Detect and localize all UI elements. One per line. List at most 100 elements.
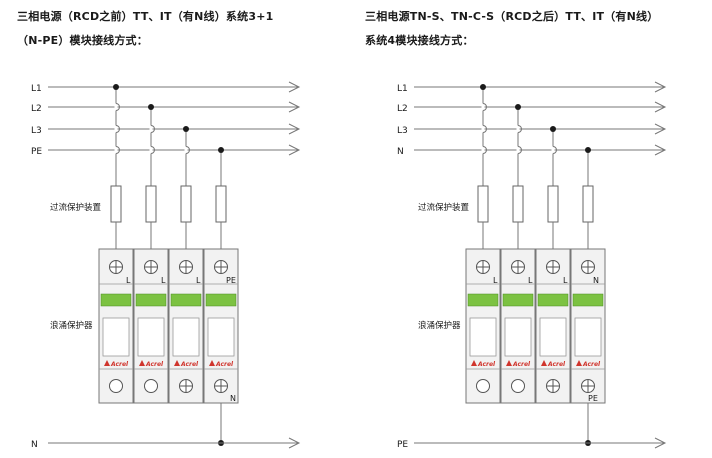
left-bottom-line-label: N: [31, 440, 38, 450]
right-status-indicator-4: [572, 293, 604, 307]
left-line-label-3: L3: [31, 126, 42, 136]
left-fuse-3: [180, 185, 192, 223]
left-line-arrow-4: [288, 144, 301, 156]
right-status-indicator-1: [467, 293, 499, 307]
left-wire-crossover: [115, 146, 120, 154]
left-status-indicator-4: [205, 293, 237, 307]
left-bottom-terminal-icon-1: [109, 379, 123, 393]
left-wire-crossover: [150, 146, 155, 154]
right-title-line1: 三相电源TN-S、TN-C-S（RCD之后）TT、IT（有N线）: [365, 10, 659, 23]
right-brand-text-4: Acrel: [582, 361, 601, 368]
left-title-line2: （N-PE）模块接线方式：: [17, 34, 148, 47]
left-module-window-4: [207, 317, 235, 357]
right-status-indicator-3: [537, 293, 569, 307]
left-wire-crossover: [150, 125, 155, 133]
right-line-label-2: L2: [397, 104, 408, 114]
left-fuse-label: 过流保护装置: [50, 202, 102, 213]
left-brand-text-2: Acrel: [145, 361, 164, 368]
right-status-indicator-2: [502, 293, 534, 307]
left-wire-crossover: [115, 125, 120, 133]
right-module-window-4: [574, 317, 602, 357]
left-fuse-2: [145, 185, 157, 223]
left-top-terminal-icon-1: [109, 260, 123, 274]
right-line-arrow-1: [654, 81, 667, 93]
left-brand-icon-2: [139, 360, 145, 366]
right-line-label-3: L3: [397, 126, 408, 136]
left-brand-text-1: Acrel: [110, 361, 129, 368]
left-top-terminal-icon-4: [214, 260, 228, 274]
right-brand-icon-2: [506, 360, 512, 366]
right-module-top-label-2: L: [528, 276, 533, 285]
left-spd-label: 浪涌保护器: [50, 320, 93, 331]
left-top-terminal-icon-2: [144, 260, 158, 274]
right-line-label-4: N: [397, 147, 404, 157]
left-bottom-terminal-icon-2: [144, 379, 158, 393]
left-line-arrow-2: [288, 101, 301, 113]
left-brand-text-4: Acrel: [215, 361, 234, 368]
right-bottom-terminal-icon-4: [581, 379, 595, 393]
right-line-arrow-4: [654, 144, 667, 156]
right-line-label-1: L1: [397, 84, 408, 94]
left-module-window-1: [102, 317, 130, 357]
left-brand-icon-1: [104, 360, 110, 366]
right-fuse-label: 过流保护装置: [418, 202, 470, 213]
left-junction-dot-1: [113, 84, 119, 90]
left-title-line1: 三相电源（RCD之前）TT、IT（有N线）系统3+1: [17, 10, 274, 23]
left-line-label-4: PE: [31, 147, 42, 157]
right-bottom-line-arrow: [654, 437, 667, 449]
right-module-window-1: [469, 317, 497, 357]
left-bottom-terminal-icon-4: [214, 379, 228, 393]
left-line-arrow-3: [288, 123, 301, 135]
right-bottom-terminal-icon-1: [476, 379, 490, 393]
right-module-bottom-label: PE: [588, 394, 598, 403]
right-line-arrow-2: [654, 101, 667, 113]
right-junction-dot-4: [585, 147, 591, 153]
left-top-terminal-icon-3: [179, 260, 193, 274]
right-top-terminal-icon-3: [546, 260, 560, 274]
left-module-bottom-label: N: [230, 394, 236, 403]
left-wire-crossover: [185, 146, 190, 154]
left-module-window-2: [137, 317, 165, 357]
right-line-arrow-3: [654, 123, 667, 135]
left-brand-text-3: Acrel: [180, 361, 199, 368]
right-module-window-3: [539, 317, 567, 357]
right-wire-crossover: [517, 146, 522, 154]
right-fuse-4: [582, 185, 594, 223]
right-brand-text-1: Acrel: [477, 361, 496, 368]
right-bottom-terminal-icon-3: [546, 379, 560, 393]
left-bottom-terminal-icon-3: [179, 379, 193, 393]
left-module-top-label-4: PE: [226, 276, 236, 285]
right-spd-label: 浪涌保护器: [418, 320, 461, 331]
right-wire-crossover: [482, 103, 487, 111]
right-module-window-2: [504, 317, 532, 357]
left-module-top-label-3: L: [196, 276, 201, 285]
right-wire-crossover: [482, 146, 487, 154]
right-top-terminal-icon-1: [476, 260, 490, 274]
right-fuse-3: [547, 185, 559, 223]
right-top-terminal-icon-4: [581, 260, 595, 274]
right-module-top-label-3: L: [563, 276, 568, 285]
right-brand-text-3: Acrel: [547, 361, 566, 368]
right-wire-crossover: [517, 125, 522, 133]
left-fuse-4: [215, 185, 227, 223]
right-junction-dot-2: [515, 104, 521, 110]
right-junction-dot-3: [550, 126, 556, 132]
right-brand-icon-4: [576, 360, 582, 366]
right-module-top-label-4: N: [593, 276, 599, 285]
left-module-top-label-1: L: [126, 276, 131, 285]
right-bottom-line-label: PE: [397, 440, 408, 450]
right-fuse-1: [477, 185, 489, 223]
left-junction-dot-4: [218, 147, 224, 153]
right-brand-text-2: Acrel: [512, 361, 531, 368]
right-bottom-terminal-icon-2: [511, 379, 525, 393]
right-wire-crossover: [552, 146, 557, 154]
left-bottom-line-arrow: [288, 437, 301, 449]
right-top-terminal-icon-2: [511, 260, 525, 274]
left-brand-icon-3: [174, 360, 180, 366]
left-line-label-2: L2: [31, 104, 42, 114]
right-fuse-2: [512, 185, 524, 223]
left-module-window-3: [172, 317, 200, 357]
right-brand-icon-1: [471, 360, 477, 366]
right-junction-dot-1: [480, 84, 486, 90]
left-wire-crossover: [115, 103, 120, 111]
